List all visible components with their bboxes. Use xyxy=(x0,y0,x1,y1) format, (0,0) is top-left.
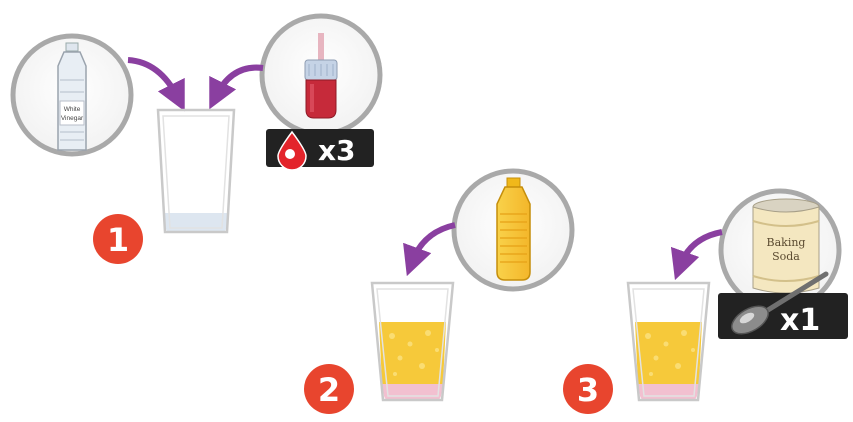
food-coloring-circle xyxy=(262,16,380,134)
vinegar-circle: White Vinegar xyxy=(13,36,131,154)
baking-soda-label-line1: Baking xyxy=(767,236,806,249)
arrow-oil-to-glass xyxy=(412,225,455,262)
step-2-number: 2 xyxy=(318,371,340,409)
step-2-badge: 2 xyxy=(304,364,354,414)
step-3-number: 3 xyxy=(577,371,599,409)
drops-counter: x3 xyxy=(266,129,374,170)
vinegar-label-line2: Vinegar xyxy=(61,115,84,122)
glass-step-2 xyxy=(372,283,453,400)
baking-soda-can-icon: Baking Soda xyxy=(753,199,819,293)
drops-count-text: x3 xyxy=(318,134,356,167)
oil-circle xyxy=(454,171,572,289)
glass-step-3 xyxy=(628,283,709,400)
vinegar-label-line1: White xyxy=(64,106,81,113)
arrow-coloring-to-glass xyxy=(216,68,263,96)
step-3-badge: 3 xyxy=(563,364,613,414)
arrow-soda-to-glass xyxy=(680,232,722,266)
oil-bottle-icon xyxy=(497,178,530,280)
spoon-count-text: x1 xyxy=(780,303,820,338)
step-1-badge: 1 xyxy=(93,214,143,264)
baking-soda-circle: Baking Soda xyxy=(721,191,839,309)
step-1-number: 1 xyxy=(107,221,129,259)
baking-soda-label-line2: Soda xyxy=(772,250,800,263)
glass-step-1 xyxy=(158,110,234,232)
vinegar-bottle-icon: White Vinegar xyxy=(58,43,86,150)
arrow-vinegar-to-glass xyxy=(128,60,178,98)
